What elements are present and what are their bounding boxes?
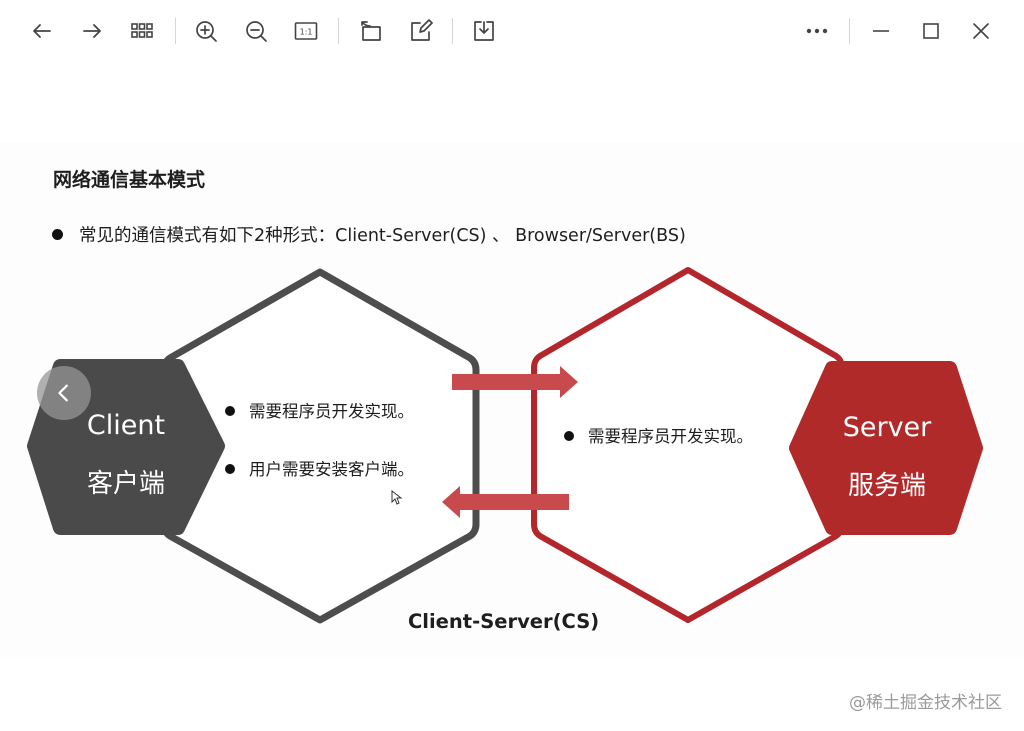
previous-slide-button[interactable] — [37, 366, 91, 420]
request-arrow — [452, 366, 578, 398]
response-arrow — [442, 486, 569, 518]
mouse-cursor-icon — [391, 490, 403, 505]
toolbar-divider — [452, 18, 453, 44]
edit-icon[interactable] — [402, 12, 440, 50]
arrow-right-icon[interactable] — [73, 12, 111, 50]
download-icon[interactable] — [465, 12, 503, 50]
client-bullet: 需要程序员开发实现。 — [225, 398, 414, 422]
zoom-in-icon[interactable] — [187, 12, 225, 50]
minimize-icon[interactable] — [862, 12, 900, 50]
slide-bullet-text: 常见的通信模式有如下2种形式：Client-Server(CS) 、 Brows… — [79, 226, 686, 246]
toolbar-divider — [175, 18, 176, 44]
close-icon[interactable] — [962, 12, 1000, 50]
bullet-dot — [225, 464, 235, 474]
toolbar-divider — [338, 18, 339, 44]
client-bullet-text: 需要程序员开发实现。 — [249, 402, 414, 421]
grid-icon[interactable] — [123, 12, 161, 50]
maximize-icon[interactable] — [912, 12, 950, 50]
watermark: @稀土掘金技术社区 — [849, 693, 1002, 713]
bullet-dot — [564, 431, 574, 441]
actual-size-icon[interactable]: 1:1 — [287, 12, 325, 50]
bullet-dot — [225, 406, 235, 416]
server-hexagon — [789, 361, 983, 535]
client-bullet: 用户需要安装客户端。 — [225, 456, 414, 480]
rotate-icon[interactable] — [352, 12, 390, 50]
actual-size-label: 1:1 — [300, 28, 313, 37]
server-title: Server — [842, 412, 932, 443]
more-icon[interactable] — [798, 12, 836, 50]
server-bullet-text: 需要程序员开发实现。 — [588, 427, 753, 446]
diagram-caption: Client-Server(CS) — [408, 610, 600, 633]
bullet-dot — [52, 229, 63, 240]
toolbar-divider — [849, 18, 850, 44]
client-subtitle: 客户端 — [86, 469, 165, 499]
server-subtitle: 服务端 — [847, 471, 926, 501]
slide-heading: 网络通信基本模式 — [53, 169, 206, 191]
zoom-out-icon[interactable] — [237, 12, 275, 50]
chevron-left-icon — [58, 384, 68, 402]
client-title: Client — [86, 410, 166, 441]
viewer-toolbar: 1:1 — [0, 0, 1024, 62]
server-bullet: 需要程序员开发实现。 — [564, 423, 753, 447]
slide-bullet: 常见的通信模式有如下2种形式：Client-Server(CS) 、 Brows… — [52, 222, 686, 247]
arrow-left-icon[interactable] — [23, 12, 61, 50]
client-bullet-text: 用户需要安装客户端。 — [249, 460, 414, 479]
